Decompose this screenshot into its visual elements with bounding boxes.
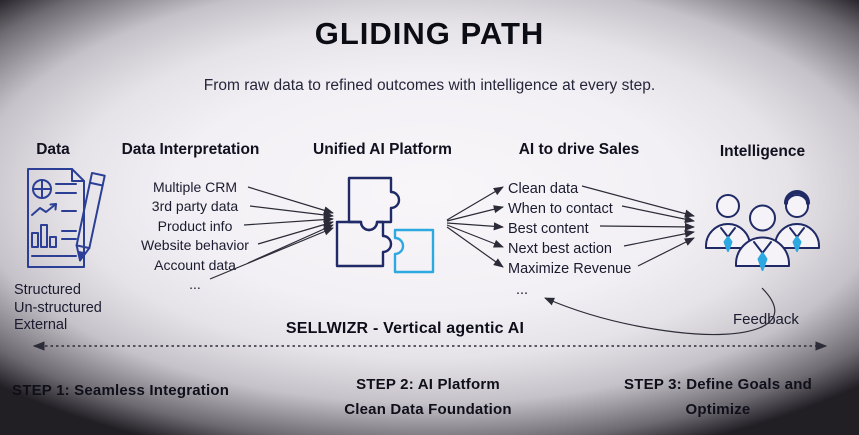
step-1-line1: STEP 1: Seamless Integration [12,382,230,399]
step-3-line1: STEP 3: Define Goals and [624,376,812,393]
data-label-unstructured: Un-structured [14,299,102,316]
column-header-ai-to-drive-sales: AI to drive Sales [518,141,640,158]
step-2-label: STEP 2: AI Platform Clean Data Foundatio… [303,373,553,422]
sales-item-next-best-action: Next best action [508,241,612,257]
banner-sellwizr: SELLWIZR - Vertical agentic AI [285,320,525,337]
interp-item-product-info: Product info [157,217,233,234]
step-3-line2: Optimize [685,400,751,418]
sales-item-maximize-revenue: Maximize Revenue [508,261,632,277]
sales-item-ellipsis: ... [516,282,529,298]
column-header-unified-ai-platform: Unified AI Platform [313,141,452,158]
sales-item-best-content: Best content [508,221,589,237]
interp-item-account-data: Account data [154,256,236,273]
interp-item-ellipsis: ... [189,276,201,293]
column-header-intelligence: Intelligence [719,143,806,160]
interp-item-website-behavior: Website behavior [141,237,249,254]
page-title: GLIDING PATH [314,16,545,51]
person-center [735,204,790,271]
document-chart-pencil-icon [27,168,106,268]
ai-sales-list: Clean data When to contact Best content … [508,179,668,301]
step-2-line1: STEP 2: AI Platform [356,376,500,393]
data-label-external: External [14,317,68,333]
data-source-labels: Structured Un-structured External [14,282,144,335]
interp-item-3rd-party-data: 3rd party data [151,198,239,215]
step-2-line2: Clean Data Foundation [344,400,512,418]
feedback-label: Feedback [733,311,799,328]
person-right [774,190,820,252]
team-people-icon [705,190,820,271]
step-3-label: STEP 3: Define Goals and Optimize [588,373,848,422]
column-header-data-interpretation: Data Interpretation [121,141,260,158]
interp-item-multiple-crm: Multiple CRM [152,179,237,195]
data-label-structured: Structured [14,282,81,298]
sales-item-when-to-contact: When to contact [508,201,613,217]
person-left [705,194,751,252]
column-header-data: Data [36,141,70,158]
sales-item-clean-data: Clean data [508,181,579,197]
step-1-label: STEP 1: Seamless Integration [12,382,262,399]
data-interpretation-list: Multiple CRM 3rd party data Product info… [116,178,274,294]
subtitle: From raw data to refined outcomes with i… [203,77,656,94]
puzzle-pieces-icon [335,176,435,274]
